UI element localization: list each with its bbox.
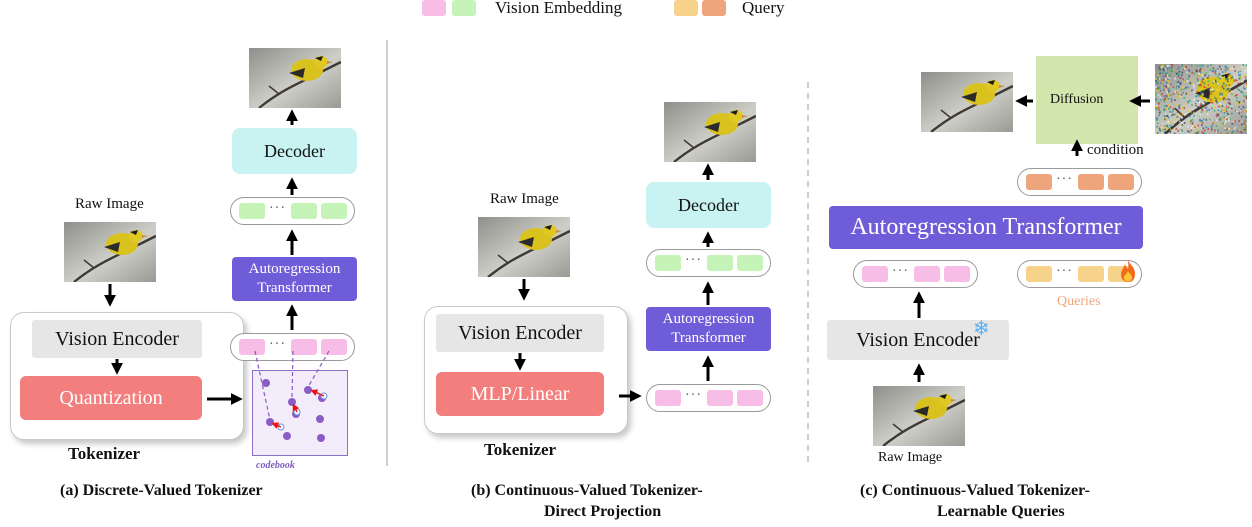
token [291,339,317,355]
ellipsis: ··· [1056,264,1073,279]
panel-c-raw-image [873,386,965,446]
ar-label-line2: Transformer [257,280,332,296]
panel-a-vision-encoder: Vision Encoder [32,320,202,358]
panel-c-vision-encoder: Vision Encoder [827,320,1009,360]
panel-c-raw-image-label: Raw Image [878,450,943,465]
panel-c-ar-transformer: Autoregression Transformer [829,206,1143,249]
panel-c-diffusion-label: Diffusion [1050,92,1104,107]
panel-c-caption-line2: Learnable Queries [937,503,1065,520]
ellipsis: ··· [892,264,909,279]
bird-photo [873,386,965,446]
encoder-label: Vision Encoder [856,328,980,351]
panel-a-codebook-label: codebook [256,460,295,471]
panel-b-decoder: Decoder [646,182,771,228]
panel-b-token-row: ··· [646,384,771,412]
ellipsis: ··· [1056,172,1073,187]
panel-a-output-image [249,48,341,108]
token [321,203,347,219]
panel-b-mlp-linear: MLP/Linear [436,372,604,416]
query-token [1026,266,1052,282]
query-token [1078,174,1104,190]
token [239,203,265,219]
token [944,266,970,282]
bird-photo [478,217,570,277]
panel-c-output-query-row: ··· [1017,168,1142,196]
panel-a-embedding-row: ··· [230,197,355,225]
panel-c-condition-label: condition [1087,142,1144,158]
panel-a-quantization: Quantization [20,376,202,420]
panel-c-caption-line1: (c) Continuous-Valued Tokenizer- [860,482,1090,499]
token [737,390,763,406]
token [291,203,317,219]
panel-c-diffusion-block [1036,56,1138,144]
panel-a-decoder: Decoder [232,128,357,174]
token [655,390,681,406]
token [655,255,681,271]
query-token [1108,174,1134,190]
legend-embedding-swatch-green [452,0,476,16]
bird-photo [1155,64,1247,134]
ellipsis: ··· [685,388,702,403]
panel-b-output-image [664,102,756,162]
ellipsis: ··· [269,337,286,352]
panel-b-tokenizer-label: Tokenizer [484,440,557,459]
legend-embedding-swatch-pink [422,0,446,16]
panel-c-query-row: ··· [1017,260,1142,288]
panel-b-raw-image [478,217,570,277]
token [862,266,888,282]
panel-b-caption-line1: (b) Continuous-Valued Tokenizer- [471,482,703,499]
panel-c-queries-label: Queries [1057,294,1101,309]
panel-a-token-row: ··· [230,333,355,361]
panel-a-tokenizer-label: Tokenizer [68,444,141,463]
ar-label-line1: Autoregression [662,311,755,327]
legend: Vision Embedding Query [422,0,802,18]
snowflake-icon: ❄ [973,318,990,340]
bird-photo [664,102,756,162]
bird-photo [64,222,156,282]
panel-a-caption: (a) Discrete-Valued Tokenizer [60,482,263,499]
query-token [1026,174,1052,190]
panel-b-caption-line2: Direct Projection [544,503,662,520]
token [239,339,265,355]
ellipsis: ··· [269,201,286,216]
token [321,339,347,355]
panel-a-raw-image-label: Raw Image [75,196,144,212]
ellipsis: ··· [685,253,702,268]
bird-photo [249,48,341,108]
panel-c-embedding-row: ··· [853,260,978,288]
ar-label-line2: Transformer [671,330,746,346]
fire-icon [1118,259,1138,283]
token [707,255,733,271]
panel-b-raw-image-label: Raw Image [490,191,559,207]
ar-label-line1: Autoregression [248,261,341,277]
legend-query-swatch-orange [702,0,726,16]
legend-query-label: Query [742,0,785,17]
panel-c-noisy-image [1155,64,1247,134]
query-token [1078,266,1104,282]
token [914,266,940,282]
panel-a-codebook [252,370,348,456]
panel-a-raw-image [64,222,156,282]
panel-b-vision-encoder: Vision Encoder [436,314,604,352]
legend-embedding-label: Vision Embedding [495,0,622,17]
legend-query-swatch-yellow [674,0,698,16]
bird-photo [921,72,1013,132]
token [707,390,733,406]
panel-c-output-image [921,72,1013,132]
panel-b-embedding-row: ··· [646,249,771,277]
token [737,255,763,271]
